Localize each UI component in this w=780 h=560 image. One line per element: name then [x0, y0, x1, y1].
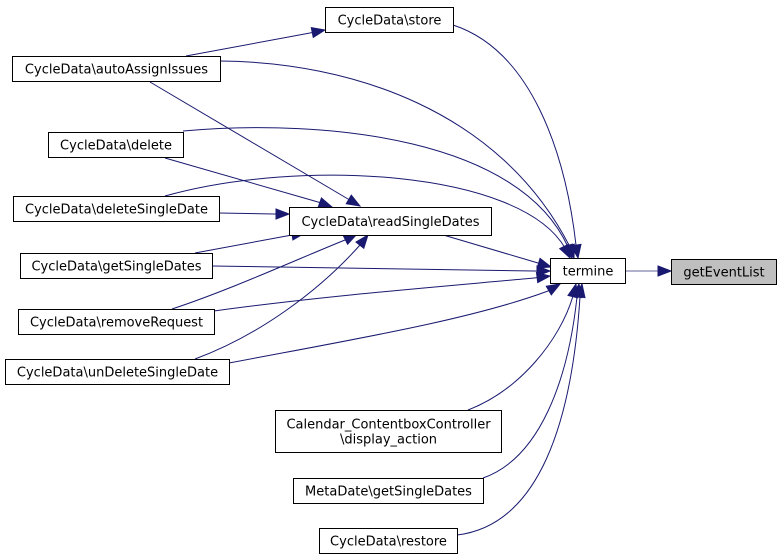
node-calendarDisplay[interactable]: Calendar_ContentboxController\display_ac…	[275, 410, 502, 453]
arrowhead-icon	[317, 197, 334, 208]
node-restore[interactable]: CycleData\restore	[319, 528, 458, 554]
node-box[interactable]	[550, 258, 626, 284]
edge-line	[482, 296, 578, 479]
node-autoAssignIssues[interactable]: CycleData\autoAssignIssues	[12, 56, 221, 82]
arrowhead-icon	[558, 243, 571, 260]
edge-unDeleteSingleDate-to-readSingleDates	[194, 233, 369, 360]
node-removeRequest[interactable]: CycleData\removeRequest	[18, 309, 215, 335]
edge-restore-to-termine	[456, 282, 586, 536]
node-label: CycleData\unDeleteSingleDate	[17, 366, 218, 381]
node-box[interactable]	[20, 253, 213, 279]
node-getSingleDates[interactable]: CycleData\getSingleDates	[20, 253, 213, 279]
edge-line	[213, 277, 535, 312]
node-deleteSingleDate[interactable]: CycleData\deleteSingleDate	[13, 196, 220, 222]
edge-unDeleteSingleDate-to-termine	[228, 283, 562, 364]
node-label: \display_action	[340, 433, 437, 448]
node-label: getEventList	[683, 266, 764, 281]
arrowhead-icon	[345, 194, 362, 207]
node-box[interactable]	[275, 410, 502, 453]
node-box[interactable]	[289, 207, 492, 236]
node-store[interactable]: CycleData\store	[325, 7, 454, 33]
edge-line	[439, 233, 539, 264]
node-termine[interactable]: termine	[550, 258, 626, 284]
node-label: CycleData\delete	[60, 139, 172, 154]
node-unDeleteSingleDate[interactable]: CycleData\unDeleteSingleDate	[5, 359, 230, 385]
node-label: CycleData\deleteSingleDate	[25, 203, 208, 218]
edge-line	[211, 265, 535, 272]
edge-deleteSingleDate-to-readSingleDates	[218, 208, 291, 220]
arrowhead-icon	[657, 265, 673, 277]
node-box[interactable]	[5, 359, 230, 385]
arrowhead-icon	[536, 257, 553, 269]
node-label: CycleData\readSingleDates	[301, 215, 479, 230]
edge-line	[219, 60, 571, 248]
node-label: CycleData\store	[338, 14, 442, 29]
edge-removeRequest-to-termine	[213, 271, 552, 312]
edge-calendarDisplay-to-termine	[467, 282, 579, 411]
node-label: termine	[563, 265, 614, 280]
edge-line	[228, 290, 549, 364]
edge-line	[171, 239, 346, 310]
node-label: CycleData\restore	[330, 535, 447, 550]
arrowhead-icon	[535, 271, 552, 284]
node-label: CycleData\autoAssignIssues	[25, 63, 208, 78]
node-readSingleDates[interactable]: CycleData\readSingleDates	[289, 207, 492, 236]
edge-line	[467, 295, 574, 411]
node-box[interactable]	[293, 478, 484, 504]
edge-autoAssignIssues-to-store	[185, 27, 327, 57]
arrowhead-icon	[310, 27, 327, 39]
edges-layer	[149, 24, 673, 536]
edge-line	[194, 244, 361, 360]
nodes-layer: CycleData\storeCycleData\autoAssignIssue…	[5, 7, 777, 554]
edge-autoAssignIssues-to-readSingleDates	[149, 81, 362, 207]
edge-line	[218, 212, 275, 215]
node-metaGetSingleDates[interactable]: MetaDate\getSingleDates	[293, 478, 484, 504]
node-label: Calendar_ContentboxController	[286, 418, 491, 433]
node-label: CycleData\removeRequest	[30, 316, 203, 331]
edge-line	[164, 174, 566, 249]
edge-readSingleDates-to-termine	[439, 233, 553, 269]
node-delete[interactable]: CycleData\delete	[48, 132, 184, 158]
edge-line	[182, 127, 569, 248]
edge-line	[185, 32, 311, 57]
node-box[interactable]	[325, 7, 454, 33]
edge-delete-to-termine	[182, 127, 573, 260]
edge-line	[164, 157, 319, 203]
arrowhead-icon	[355, 233, 369, 250]
edge-getSingleDates-to-readSingleDates	[194, 229, 307, 254]
node-box[interactable]	[18, 309, 215, 335]
edge-line	[149, 81, 349, 200]
edge-deleteSingleDate-to-termine	[164, 174, 571, 260]
node-box[interactable]	[48, 132, 184, 158]
arrowhead-icon	[545, 283, 562, 296]
node-box[interactable]	[13, 196, 220, 222]
arrowhead-icon	[275, 208, 291, 220]
node-box[interactable]	[12, 56, 221, 82]
edge-line	[452, 24, 577, 246]
node-label: MetaDate\getSingleDates	[305, 485, 472, 500]
node-box[interactable]	[319, 528, 458, 554]
edge-line	[456, 296, 581, 536]
node-box[interactable]	[671, 259, 777, 285]
arrowhead-icon	[574, 282, 586, 299]
edge-line	[194, 234, 293, 254]
node-getEventList[interactable]: getEventList	[671, 259, 777, 285]
node-label: CycleData\getSingleDates	[31, 260, 201, 275]
edge-termine-to-getEventList	[625, 265, 673, 277]
